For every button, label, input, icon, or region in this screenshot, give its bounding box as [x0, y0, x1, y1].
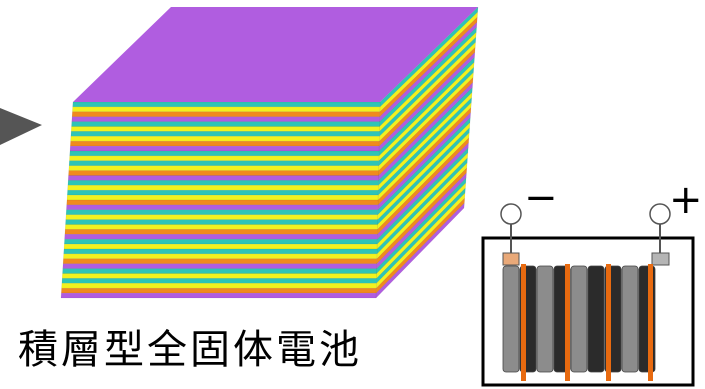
anode-electrode — [621, 265, 639, 373]
positive-terminal-icon — [649, 203, 671, 225]
cell-schematic — [481, 203, 695, 387]
negative-tab — [502, 252, 520, 266]
stack-front-layer — [70, 140, 380, 147]
stack-front-layer — [66, 204, 379, 211]
stack-front-layer — [68, 170, 379, 176]
stack-front-layer — [65, 219, 378, 225]
stack-front-layer — [63, 248, 378, 255]
stack-front-layer — [72, 101, 381, 108]
stack-front-layer — [67, 185, 379, 191]
stack-front-layer — [62, 268, 377, 274]
stack-front-layer — [61, 283, 377, 289]
stack-front-layer — [61, 273, 377, 279]
positive-tab — [651, 252, 670, 266]
anode-electrode — [502, 265, 520, 373]
cathode-electrode — [587, 265, 605, 373]
anode-electrode — [536, 265, 554, 373]
stack-front-layer — [71, 121, 380, 127]
stack-front-layer — [63, 253, 378, 260]
stack-front-layer — [64, 238, 378, 245]
stack-front-layer — [63, 243, 378, 250]
stack-front-layer — [69, 145, 380, 152]
positive-label: + — [669, 177, 703, 223]
stack-front-layer — [66, 199, 379, 206]
stack-front-layer — [71, 116, 380, 122]
negative-label: − — [524, 175, 558, 221]
stack-front-layer — [72, 106, 381, 113]
stack-front-layer — [71, 111, 381, 117]
separator-layer — [565, 264, 570, 381]
stack-front-layer — [68, 165, 379, 171]
stack-front-layer — [61, 278, 377, 284]
negative-terminal-icon — [500, 203, 522, 225]
stack-front-layer — [62, 263, 377, 269]
arrow-right-icon — [0, 108, 42, 145]
stack-front-layer — [67, 180, 379, 186]
stack-front-layer — [66, 194, 379, 201]
stack-top-face — [73, 7, 478, 102]
stack-front-layer — [70, 136, 380, 142]
separator-layer — [648, 264, 653, 381]
stack-front-layer — [69, 155, 380, 162]
anode-electrode — [570, 265, 588, 373]
stack-front-layer — [65, 209, 379, 215]
stack-front-layer — [64, 224, 378, 230]
stack-front-layer — [67, 189, 379, 196]
stack-front-layer — [60, 292, 377, 299]
stack-front-layer — [70, 131, 380, 137]
stack-front-layer — [67, 175, 379, 181]
stack-front-layer — [61, 287, 377, 294]
stack-front-layer — [69, 150, 380, 157]
stack-front-layer — [70, 126, 380, 132]
stack-front-layer — [68, 160, 380, 166]
separator-layer — [606, 264, 611, 381]
stack-front-layer — [62, 258, 378, 264]
caption: 積層型全固体電池 — [18, 327, 362, 373]
separator-layer — [521, 264, 526, 381]
stacked-battery-illustration — [60, 6, 479, 299]
stack-front-layer — [64, 234, 378, 240]
electrode-stack — [502, 264, 656, 381]
stack-front-layer — [64, 229, 378, 235]
stack-front-layer — [65, 214, 378, 220]
